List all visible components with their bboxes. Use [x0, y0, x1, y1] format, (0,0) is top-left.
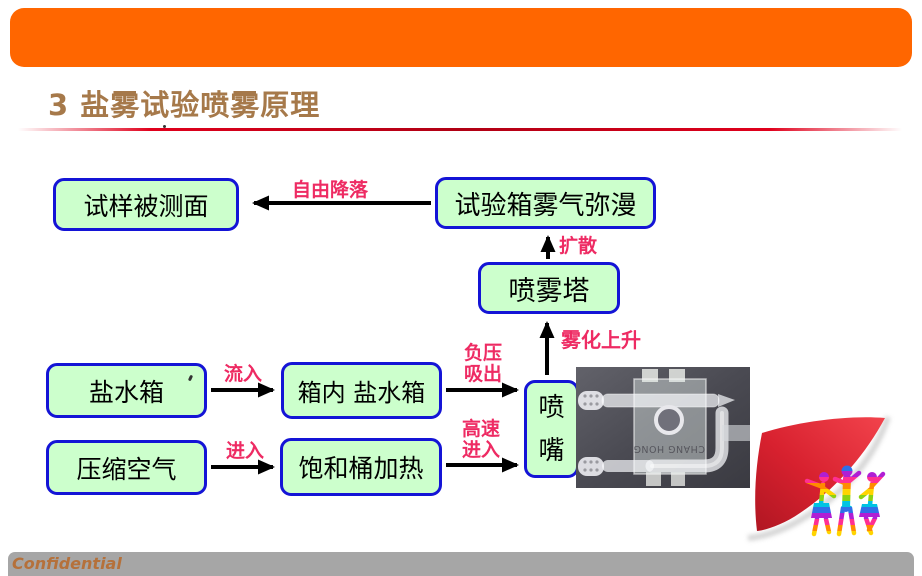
- curl-shadow: [747, 416, 891, 541]
- title-divider-line: [18, 128, 902, 131]
- box-nozzle: 喷嘴: [524, 380, 579, 478]
- stray-dot: [163, 125, 166, 128]
- label-highspeed-enter: 高速进入: [461, 418, 500, 461]
- label-free-fall: 自由降落: [292, 179, 369, 201]
- label-atomize-rise: 雾化上升: [561, 328, 641, 352]
- box-inner-salt-tank: 箱内 盐水箱: [281, 362, 442, 419]
- box-salt-tank: 盐水箱: [46, 363, 207, 418]
- page-curl-graphic: [747, 416, 891, 541]
- box-compressed-air: 压缩空气: [46, 440, 207, 495]
- box-chamber-mist: 试验箱雾气弥漫: [435, 177, 656, 229]
- label-diffusion: 扩散: [559, 235, 598, 257]
- box-spray-tower: 喷雾塔: [478, 262, 620, 314]
- confidential-label: Confidential: [12, 554, 122, 573]
- engraving-text: CHANG HONG: [633, 443, 705, 454]
- label-enter: 进入: [226, 440, 265, 462]
- label-flow-in: 流入: [224, 363, 263, 385]
- footer-bar: [8, 552, 914, 576]
- box-saturator: 饱和桶加热: [280, 438, 442, 496]
- dancers-graphic: [804, 465, 886, 537]
- page-title: 3 盐雾试验喷雾原理: [48, 88, 321, 122]
- box-sample-surface: 试样被测面: [53, 178, 239, 231]
- nozzle-photo: CHANG HONG: [576, 367, 750, 488]
- label-vacuum-suction: 负压吸出: [463, 342, 502, 385]
- header-bar: [10, 8, 912, 67]
